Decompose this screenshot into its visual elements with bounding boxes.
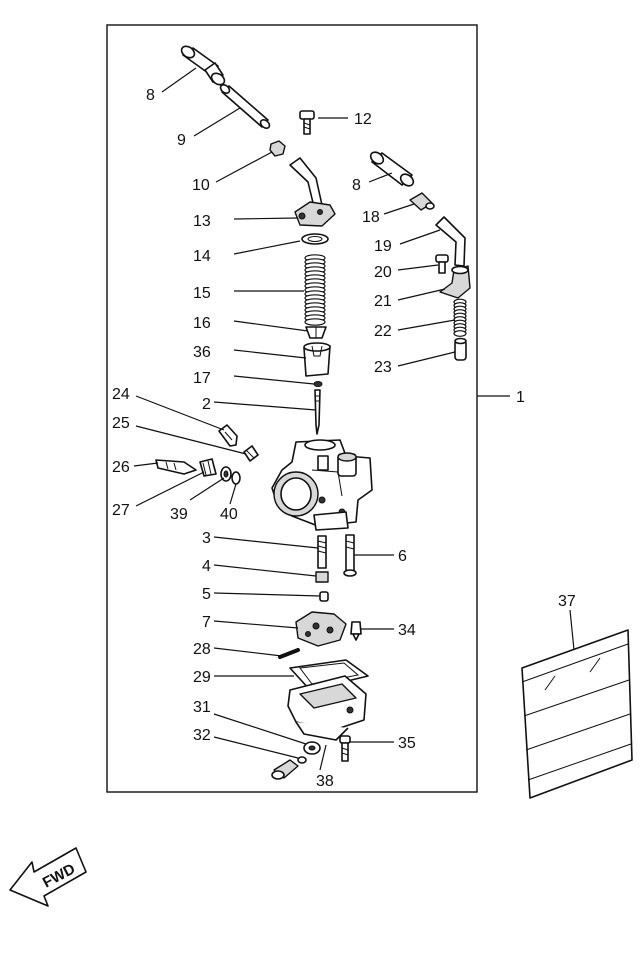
callout-23: 23 — [374, 359, 392, 376]
part-20-screw — [435, 254, 449, 274]
callout-27: 27 — [112, 502, 130, 519]
callout-10: 10 — [192, 177, 210, 194]
callout-34: 34 — [398, 622, 416, 639]
callout-17: 17 — [193, 370, 211, 387]
part-15-spring — [304, 254, 326, 326]
carburetor-body — [271, 439, 373, 531]
part-32-ring — [297, 756, 307, 764]
callout-39: 39 — [170, 506, 188, 523]
callout-20: 20 — [374, 264, 392, 281]
callout-32: 32 — [193, 727, 211, 744]
part-8-grip-right — [369, 151, 415, 187]
part-38-drain-screw — [271, 759, 299, 780]
callout-26: 26 — [112, 459, 130, 476]
part-23-plunger — [454, 337, 467, 361]
callout-3: 3 — [202, 530, 211, 547]
callout-29: 29 — [193, 669, 211, 686]
diagram-frame — [106, 24, 478, 793]
float-bowl — [287, 675, 367, 741]
leader-lines — [133, 67, 575, 771]
part-25-spring — [243, 445, 259, 462]
part-16-retainer — [305, 326, 327, 339]
part-36-throttle-valve — [303, 342, 331, 377]
part-19-bent-pipe — [435, 216, 466, 267]
part-27-spring — [199, 458, 217, 477]
part-40-o-ring — [231, 471, 241, 485]
part-6-jet — [343, 534, 357, 577]
callout-8-right: 8 — [352, 177, 361, 194]
callout-25: 25 — [112, 415, 130, 432]
callout-18: 18 — [362, 209, 380, 226]
part-4-main-jet — [315, 571, 329, 583]
callout-6: 6 — [398, 548, 407, 565]
part-35-screw — [339, 735, 351, 762]
callout-labels: 8 9 10 12 8 13 18 14 19 20 15 21 16 22 3… — [112, 87, 576, 790]
callout-14: 14 — [193, 248, 211, 265]
callout-35: 35 — [398, 735, 416, 752]
callout-24: 24 — [112, 386, 130, 403]
callout-8: 8 — [146, 87, 155, 104]
part-26-pilot-screw — [155, 459, 197, 475]
callout-1: 1 — [516, 389, 525, 406]
part-13-cable-guide — [289, 157, 336, 227]
part-24-screw — [218, 424, 238, 447]
part-17-clip — [313, 381, 323, 387]
callout-40: 40 — [220, 506, 238, 523]
callout-7: 7 — [202, 614, 211, 631]
part-9-tube — [219, 84, 271, 129]
callout-9: 9 — [177, 132, 186, 149]
part-31-washer — [303, 741, 321, 755]
part-14-ring — [301, 233, 329, 245]
callout-13: 13 — [193, 213, 211, 230]
part-12-screw — [299, 110, 315, 135]
callout-37: 37 — [558, 593, 576, 610]
part-7-float — [295, 611, 347, 647]
callout-36: 36 — [193, 344, 211, 361]
spring-coil — [304, 318, 326, 326]
callout-19: 19 — [374, 238, 392, 255]
part-3-jet — [317, 535, 327, 569]
callout-16: 16 — [193, 315, 211, 332]
spring-coil — [453, 330, 467, 337]
part-8-cap — [180, 45, 226, 86]
part-2-needle — [314, 389, 321, 435]
part-39-washer — [220, 466, 232, 482]
callout-2: 2 — [202, 396, 211, 413]
part-28-pin — [278, 648, 300, 659]
callout-15: 15 — [193, 285, 211, 302]
callout-21: 21 — [374, 293, 392, 310]
part-18-fitting — [409, 192, 435, 211]
part-22-spring — [453, 298, 467, 337]
callout-5: 5 — [202, 586, 211, 603]
callout-22: 22 — [374, 323, 392, 340]
callout-38: 38 — [316, 773, 334, 790]
part-21-bracket — [439, 265, 471, 299]
part-37-bag — [521, 629, 633, 799]
callout-31: 31 — [193, 699, 211, 716]
callout-28: 28 — [193, 641, 211, 658]
part-5-plug — [319, 591, 329, 602]
fwd-arrow-icon — [9, 847, 87, 907]
part-34-needle-valve — [350, 621, 362, 641]
part-29-gasket — [289, 659, 369, 691]
callout-12: 12 — [354, 111, 372, 128]
part-10-nut — [269, 140, 286, 157]
callout-4: 4 — [202, 558, 211, 575]
